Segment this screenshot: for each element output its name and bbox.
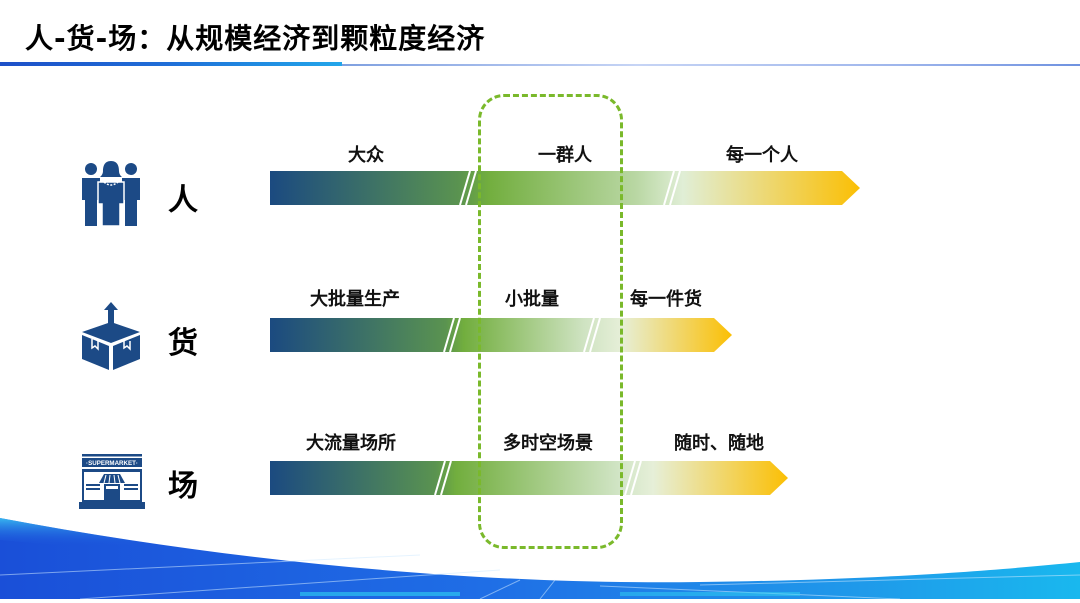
package-box-icon (80, 302, 142, 376)
progression-arrow-goods (270, 318, 732, 352)
title-underline-accent (0, 62, 342, 66)
row-label-place: 场 (168, 469, 198, 504)
people-group-icon (80, 160, 142, 230)
stage-label: 大流量场所 (306, 433, 396, 454)
title-underline (342, 64, 1080, 66)
progression-arrow-place (270, 461, 788, 495)
stage-label: 多时空场景 (503, 433, 593, 454)
progression-arrow-people (270, 171, 860, 205)
row-label-goods: 货 (168, 326, 198, 361)
slide-title: 人-货-场：从规模经济到颗粒度经济 (25, 22, 486, 55)
stage-label: 大众 (348, 145, 384, 166)
stage-label: 每一个人 (726, 145, 798, 166)
stage-label: 每一件货 (630, 289, 702, 310)
stage-label: 随时、随地 (674, 433, 764, 454)
supermarket-storefront-icon: ·SUPERMARKET· (79, 454, 145, 514)
row-label-people: 人 (168, 183, 198, 218)
stage-label: 大批量生产 (310, 289, 400, 310)
stage-label: 一群人 (538, 145, 592, 166)
stage-label: 小批量 (505, 289, 559, 310)
supermarket-sign-text: ·SUPERMARKET· (86, 460, 138, 467)
decorative-blue-wave (0, 500, 1080, 600)
highlight-dashed-box (478, 94, 623, 549)
